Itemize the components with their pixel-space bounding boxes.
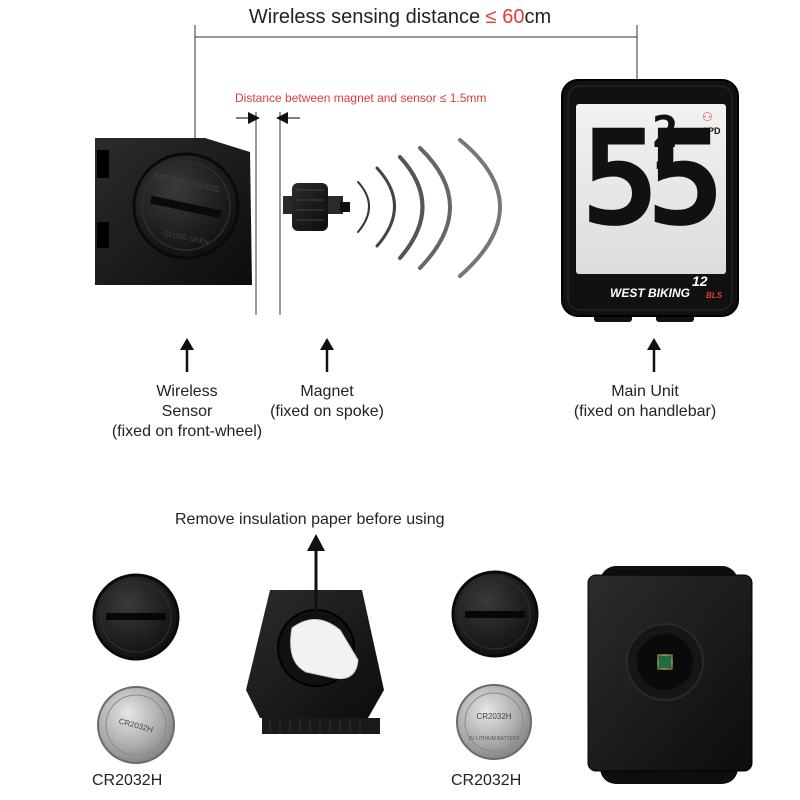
magnet-label-line-1: Magnet xyxy=(300,383,354,400)
battery-label-right: CR2032H xyxy=(451,772,522,789)
battery-cover-right-photo xyxy=(451,570,539,658)
model-sub-text: BLS xyxy=(706,291,723,300)
wireless-sensor-label-line-1: Wireless xyxy=(156,383,218,400)
lcd-speed-digits: 55 xyxy=(580,102,725,256)
battery-cover-left-photo xyxy=(92,573,180,661)
main-unit-label-line-2: (fixed on handlebar) xyxy=(573,403,717,420)
main-unit-label-line-1: Main Unit xyxy=(611,383,679,400)
remove-paper-note: Remove insulation paper before using xyxy=(175,511,445,528)
lcd-unit: KM/H xyxy=(656,160,685,172)
sensing-distance-dimension xyxy=(194,25,638,145)
magnet-label-line-2: (fixed on spoke) xyxy=(270,403,384,420)
sensing-distance-prefix: Wireless sensing distance xyxy=(248,6,486,28)
label-arrows xyxy=(180,338,661,372)
magnet-gap-dimension xyxy=(236,112,300,315)
battery-label-left: CR2032H xyxy=(92,772,163,789)
sensing-distance-title: Wireless sensing distance ≤ 60cm xyxy=(0,6,800,29)
coin-battery-left-photo: CR2032H xyxy=(97,686,175,764)
wireless-sensor-label: Wireless Sensor (fixed on front-wheel) xyxy=(77,382,297,442)
wireless-sensor-photo: BATTERY CR2032 CLOSE OPEN xyxy=(95,138,252,285)
sensing-distance-unit: cm xyxy=(524,6,552,28)
main-unit-photo: WEST BIKING 12 BLS xyxy=(561,79,739,322)
brand-logo-text: WEST BIKING xyxy=(610,286,690,300)
main-unit-label: Main Unit (fixed on handlebar) xyxy=(545,382,745,422)
lcd-speed-decimal: 2 xyxy=(652,107,679,158)
main-unit-back-photo xyxy=(587,566,753,784)
coin-battery-right-photo: CR2032H 3V LITHIUM BATTERY xyxy=(456,684,532,760)
remove-paper-arrow xyxy=(307,534,325,612)
sensor-back-photo xyxy=(246,590,384,734)
magnet-photo xyxy=(283,183,350,231)
lcd-mode: SPD xyxy=(702,126,721,136)
wireless-sensor-label-line-2: Sensor xyxy=(161,403,213,420)
magnet-gap-note: Distance between magnet and sensor ≤ 1.5… xyxy=(235,91,487,105)
coin-right-text: CR2032H xyxy=(476,712,511,721)
wireless-sensor-label-line-3: (fixed on front-wheel) xyxy=(111,423,263,440)
model-number-text: 12 xyxy=(692,273,708,289)
magnet-label: Magnet (fixed on spoke) xyxy=(247,382,407,422)
sensing-distance-value: ≤ 60 xyxy=(485,6,525,28)
wireless-signal-waves xyxy=(357,138,502,278)
coin-right-subtext: 3V LITHIUM BATTERY xyxy=(468,736,520,742)
bike-icon: ⚇ xyxy=(702,110,713,124)
